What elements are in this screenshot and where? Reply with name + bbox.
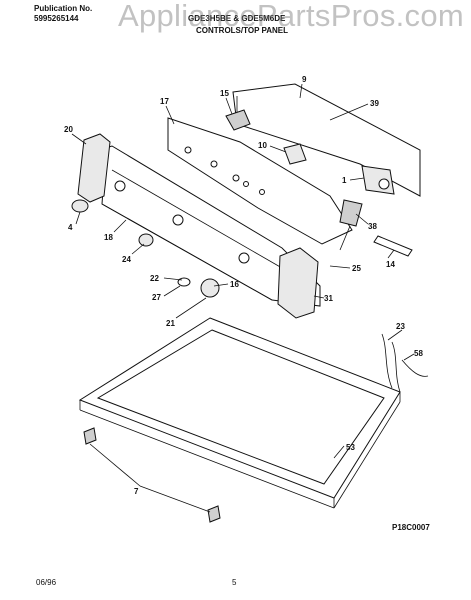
callout-39: 39 [370,99,379,108]
end-cap-right-part [277,247,319,319]
callout-27: 27 [152,293,161,302]
callout-7: 7 [134,487,139,496]
callout-22: 22 [150,274,159,283]
bracket-part [339,199,363,251]
callout-18: 18 [104,233,113,242]
knob-part [71,199,220,298]
top-panel-part [78,317,401,509]
switch-part [225,109,251,131]
timer-part [283,143,307,165]
callout-9: 9 [302,75,307,84]
callout-25: 25 [352,264,361,273]
callout-15: 15 [220,89,229,98]
section-title: CONTROLS/TOP PANEL [196,26,289,35]
hinge-part [83,427,221,523]
callout-4: 4 [68,223,73,232]
leader-lines [71,83,415,513]
callout-1: 1 [342,176,347,185]
callout-20: 20 [64,125,73,134]
footer-page: 5 [232,578,237,587]
callout-31: 31 [324,294,333,303]
callout-10: 10 [258,141,267,150]
callout-17: 17 [160,97,169,106]
wire-harness-part [381,333,429,393]
publication-label: Publication No. [34,4,93,13]
end-cap-left-part [77,133,111,203]
control-console-part [101,145,321,307]
publication-number: 5995265144 [34,14,79,23]
callout-58: 58 [414,349,423,358]
figure-code: P18C0007 [392,523,430,532]
watermark: AppliancePartsPros.com [118,0,465,33]
callout-53: 53 [346,443,355,452]
motor-part [361,165,395,195]
callout-14: 14 [386,260,395,269]
callout-38: 38 [368,222,377,231]
clip-part [373,235,413,257]
callout-21: 21 [166,319,175,328]
callout-23: 23 [396,322,405,331]
model-numbers: GDE3H5BE & GDE5M6DE [188,14,286,23]
callout-24: 24 [122,255,131,264]
control-panel-backing-part [167,117,353,245]
callout-16: 16 [230,280,239,289]
footer-date: 06/96 [36,578,57,587]
